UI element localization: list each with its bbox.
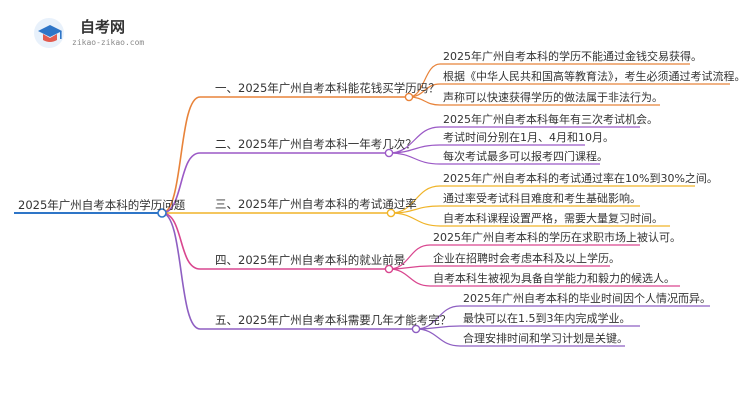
leaf-label: 2025年广州自考本科的考试通过率在10%到30%之间。 [443, 172, 718, 185]
leaf-connector [408, 96, 441, 106]
leaf-label: 考试时间分别在1月、4月和10月。 [443, 131, 614, 144]
logo-title: 自考网 [80, 18, 126, 36]
branch-connector [161, 212, 201, 270]
leaf-label: 2025年广州自考本科的毕业时间因个人情况而异。 [463, 292, 711, 305]
logo-url: zikao-zikao.com [72, 38, 145, 47]
branch-label-3: 三、2025年广州自考本科的考试通过率 [215, 197, 417, 211]
leaf-connector [390, 212, 441, 227]
leaf-label: 自考本科课程设置严格，需要大量复习时间。 [443, 212, 663, 225]
leaf-label: 每次考试最多可以报考四门课程。 [443, 150, 608, 163]
branch-node[interactable] [384, 148, 394, 158]
branch-label-4: 四、2025年广州自考本科的就业前景 [215, 253, 406, 267]
branch-node[interactable] [411, 324, 421, 334]
branch-connector [161, 96, 201, 214]
graduation-cap-icon [34, 18, 64, 48]
branch-label-1: 一、2025年广州自考本科能花钱买学历吗？ [215, 81, 440, 95]
branch-label-2: 二、2025年广州自考本科一年考几次？ [215, 137, 417, 151]
branch-node[interactable] [386, 208, 396, 218]
leaf-label: 2025年广州自考本科的学历在求职市场上被认可。 [433, 231, 681, 244]
leaf-label: 合理安排时间和学习计划是关键。 [463, 332, 628, 345]
leaf-label: 2025年广州自考本科每年有三次考试机会。 [443, 113, 658, 126]
leaf-connector [388, 268, 431, 287]
site-logo[interactable]: 自考网 zikao-zikao.com [32, 16, 152, 50]
branch-node[interactable] [404, 92, 414, 102]
branch-connector [161, 152, 201, 214]
leaf-connector [388, 152, 441, 165]
branch-connector [161, 212, 201, 330]
leaf-connector [415, 328, 461, 347]
leaf-label: 2025年广州自考本科的学历不能通过金钱交易获得。 [443, 50, 702, 63]
leaf-label: 通过率受考试科目难度和考生基础影响。 [443, 192, 641, 205]
leaf-label: 根据《中华人民共和国高等教育法》，考生必须通过考试流程。 [443, 70, 746, 83]
leaf-label: 最快可以在1.5到3年内完成学业。 [463, 312, 631, 325]
root-node[interactable] [157, 208, 167, 218]
leaf-label: 自考本科生被视为具备自学能力和毅力的候选人。 [433, 272, 675, 285]
leaf-label: 企业在招聘时会考虑本科及以上学历。 [433, 252, 620, 265]
branch-node[interactable] [384, 264, 394, 274]
root-node-label: 2025年广州自考本科的学历问题 [18, 198, 186, 212]
branch-label-5: 五、2025年广州自考本科需要几年才能考完？ [215, 313, 452, 327]
leaf-label: 声称可以快速获得学历的做法属于非法行为。 [443, 91, 663, 104]
